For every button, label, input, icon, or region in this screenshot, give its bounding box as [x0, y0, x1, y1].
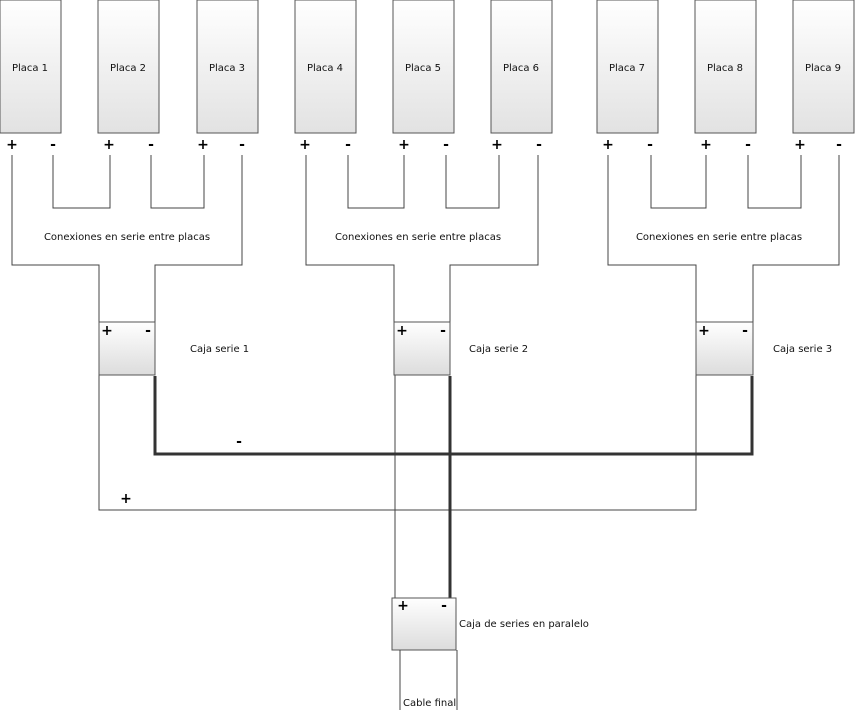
series-box-3-label: Caja serie 3	[773, 344, 832, 355]
group-3-label: Conexiones en serie entre placas	[636, 232, 802, 243]
group-2-label: Conexiones en serie entre placas	[335, 232, 501, 243]
panel-4-plus: +	[299, 137, 311, 153]
negative-bus-line	[153, 376, 754, 456]
panel-8	[694, 0, 757, 134]
panel-1	[0, 0, 62, 134]
series-boxes: + - + - + - Caja serie 1 Caja serie 2 Ca…	[98, 321, 832, 376]
panel-5-plus: +	[398, 137, 410, 153]
panel-6	[490, 0, 553, 134]
series-box-1-label: Caja serie 1	[190, 344, 249, 355]
group-3-plus-lead	[607, 155, 697, 322]
final-cable-label: Cable final	[403, 698, 456, 709]
series-jumpers	[52, 155, 802, 209]
parallel-box-plus: +	[397, 598, 409, 614]
panel-1-plus: +	[6, 137, 18, 153]
positive-bus	[98, 375, 697, 598]
group-1-plus-lead	[11, 155, 100, 322]
jumper-4-5	[347, 155, 405, 209]
group-leads	[11, 155, 840, 322]
series-box-3	[695, 321, 754, 376]
panel-4	[294, 0, 357, 134]
panel-7-label: Placa 7	[609, 63, 645, 74]
panel-1-label: Placa 1	[12, 63, 48, 74]
series-box-1-minus: -	[145, 323, 151, 339]
panel-5-minus: -	[443, 137, 449, 153]
parallel-box-minus: -	[441, 598, 447, 614]
panel-2-minus: -	[148, 137, 154, 153]
jumper-7-8	[650, 155, 707, 209]
parallel-box-group: + - Caja de series en paralelo	[391, 597, 589, 651]
negative-bus-label: -	[236, 434, 242, 450]
parallel-box	[391, 597, 457, 651]
panel-2	[97, 0, 160, 134]
panel-3	[196, 0, 259, 134]
positive-bus-line	[98, 375, 697, 511]
jumper-2-3	[150, 155, 205, 209]
negative-bus	[153, 376, 754, 598]
series-box-3-plus: +	[698, 323, 710, 339]
jumper-5-6	[445, 155, 500, 209]
panel-4-minus: -	[345, 137, 351, 153]
positive-bus-label: +	[120, 491, 132, 507]
panel-6-label: Placa 6	[503, 63, 539, 74]
panel-6-plus: +	[491, 137, 503, 153]
final-cable: Cable final	[399, 650, 458, 710]
jumper-1-2	[52, 155, 111, 209]
series-box-2-label: Caja serie 2	[469, 344, 528, 355]
panel-3-plus: +	[197, 137, 209, 153]
group-1-label: Conexiones en serie entre placas	[44, 232, 210, 243]
panel-9-plus: +	[794, 137, 806, 153]
series-box-3-minus: -	[742, 323, 748, 339]
panel-5	[392, 0, 455, 134]
panel-4-label: Placa 4	[307, 63, 343, 74]
panel-6-minus: -	[536, 137, 542, 153]
panel-8-plus: +	[700, 137, 712, 153]
panel-5-label: Placa 5	[405, 63, 441, 74]
panel-1-minus: -	[50, 137, 56, 153]
series-box-2-minus: -	[440, 323, 446, 339]
series-box-2-plus: +	[396, 323, 408, 339]
panel-2-plus: +	[103, 137, 115, 153]
panel-8-label: Placa 8	[707, 63, 743, 74]
series-box-1	[98, 321, 156, 376]
panels: Placa 1 Placa 2 Placa 3 Placa 4 Placa 5 …	[0, 0, 855, 134]
panel-3-minus: -	[239, 137, 245, 153]
panel-9-label: Placa 9	[805, 63, 841, 74]
group-3-minus-lead	[752, 155, 840, 322]
series-box-1-plus: +	[101, 323, 113, 339]
series-box-2	[393, 321, 451, 376]
panel-2-label: Placa 2	[110, 63, 146, 74]
panel-7-minus: -	[647, 137, 653, 153]
panel-7	[596, 0, 659, 134]
panel-8-minus: -	[745, 137, 751, 153]
panel-terminals: + - + - + - + - + - + - + - + - + -	[6, 137, 842, 153]
parallel-box-label: Caja de series en paralelo	[459, 619, 589, 630]
group-1-minus-lead	[154, 155, 243, 322]
panel-9	[792, 0, 855, 134]
panel-3-label: Placa 3	[209, 63, 245, 74]
jumper-8-9	[747, 155, 802, 209]
group-2-plus-lead	[305, 155, 395, 322]
panel-9-minus: -	[836, 137, 842, 153]
panel-7-plus: +	[602, 137, 614, 153]
group-2-minus-lead	[449, 155, 539, 322]
